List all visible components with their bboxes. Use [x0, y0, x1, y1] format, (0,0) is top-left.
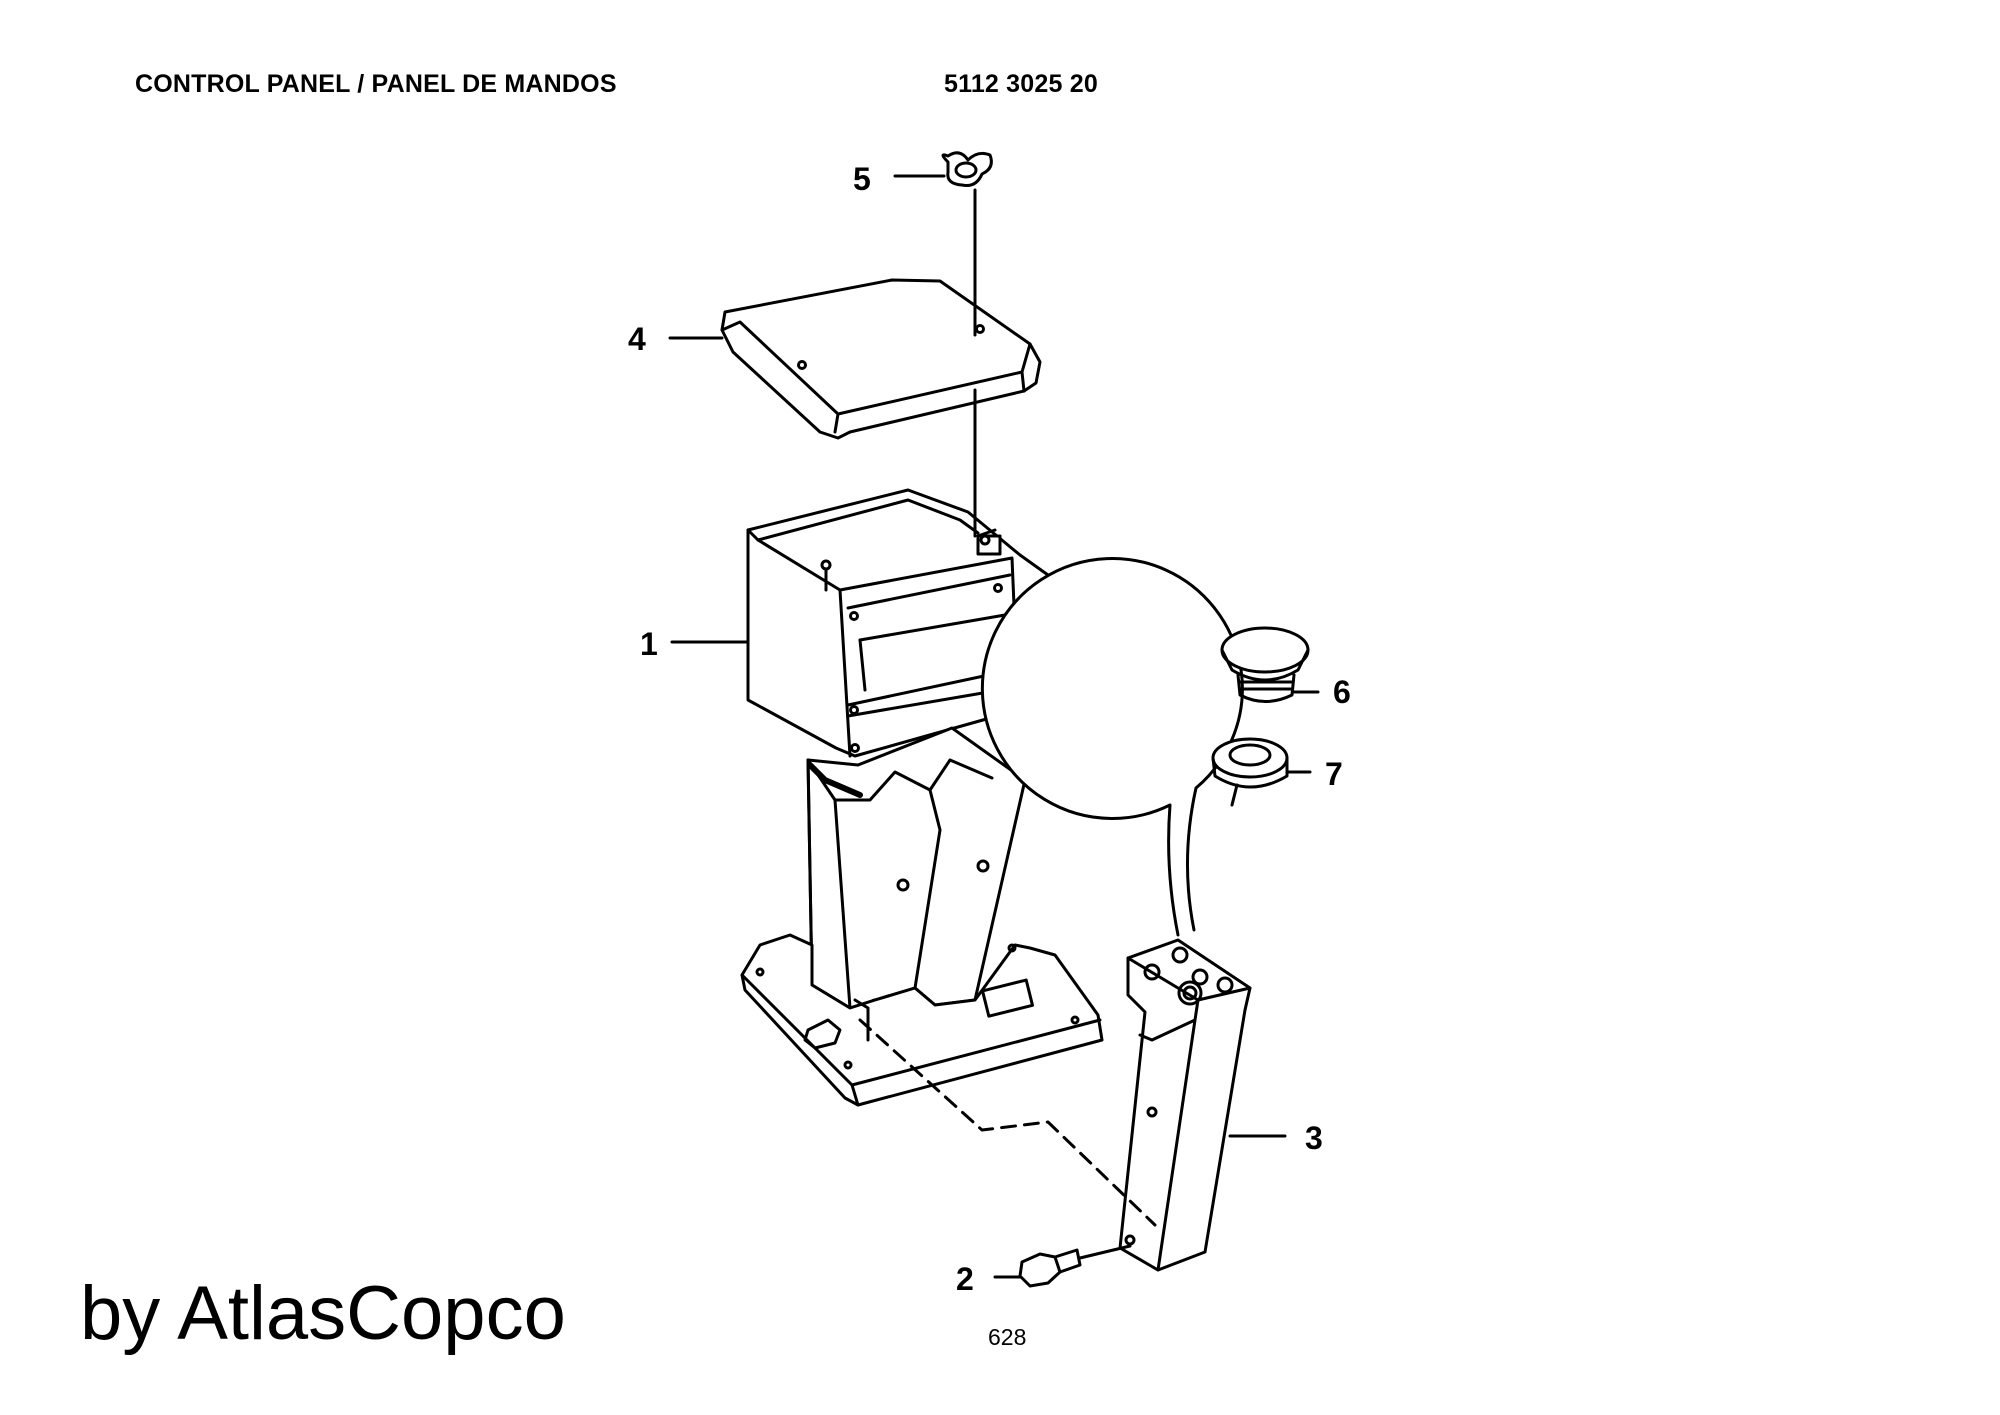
- callout-2: 2: [956, 1261, 974, 1297]
- base-plate: [740, 933, 1104, 1107]
- part-number: 5112 3025 20: [944, 70, 1098, 98]
- support-legs: [806, 726, 1027, 1010]
- bolt-part-2: [1018, 1244, 1132, 1288]
- detail-bubble: [980, 557, 1310, 937]
- control-box-part-1: [746, 488, 1050, 758]
- wing-nut-part-5: [941, 151, 993, 187]
- page-number: 628: [988, 1324, 1027, 1350]
- leader-lines: [668, 174, 1320, 1279]
- brand-watermark: by AtlasCopco: [80, 1271, 566, 1356]
- callout-4: 4: [628, 321, 646, 357]
- bracket-tube-part-3: [1118, 938, 1252, 1272]
- callout-3: 3: [1305, 1120, 1323, 1156]
- page-title: CONTROL PANEL / PANEL DE MANDOS: [135, 70, 617, 98]
- callout-1: 1: [640, 626, 658, 662]
- assembly-path-line: [858, 1018, 1157, 1227]
- cover-plate-part-4: [720, 278, 1042, 440]
- callout-6: 6: [1333, 674, 1351, 710]
- plug-part-6: [1220, 626, 1310, 703]
- callout-5: 5: [853, 161, 871, 197]
- callout-7: 7: [1325, 756, 1343, 792]
- threaded-ring-part-7: [1211, 737, 1289, 807]
